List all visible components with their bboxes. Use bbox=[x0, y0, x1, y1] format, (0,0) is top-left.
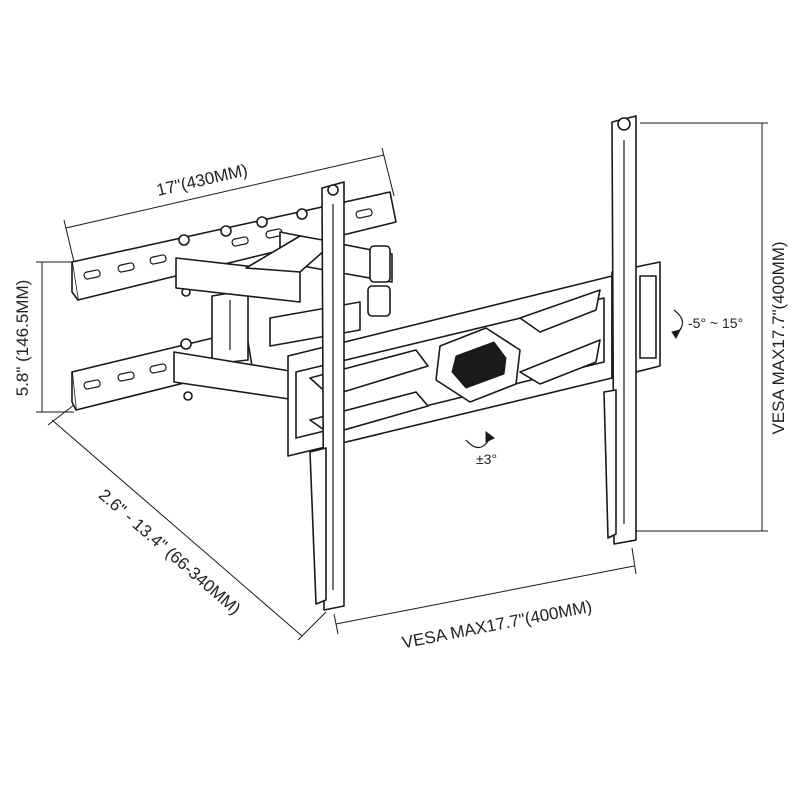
vesa-vertical-label: VESA MAX17.7"(400MM) bbox=[769, 241, 788, 434]
left-vertical-bracket bbox=[309, 181, 345, 611]
width-dimension-line bbox=[63, 147, 395, 263]
rotation-label: ±3° bbox=[476, 451, 497, 467]
height-label: 5.8" (146.5MM) bbox=[13, 280, 32, 397]
right-vertical-bracket bbox=[603, 115, 637, 545]
vesa-vertical-dimension-line bbox=[636, 122, 768, 532]
tilt-label: -5° ~ 15° bbox=[688, 315, 743, 331]
extension-dimension-line bbox=[47, 404, 327, 641]
wall-plate bbox=[71, 191, 397, 411]
rotation-arrow-icon bbox=[465, 431, 495, 449]
vesa-horizontal-dimension-line bbox=[333, 547, 637, 635]
extension-label: 2.6" - 13.4" (66-340MM) bbox=[95, 485, 244, 618]
tilt-arrow-icon bbox=[671, 309, 684, 339]
width-label: 17"(430MM) bbox=[155, 160, 250, 199]
vesa-horizontal-label: VESA MAX17.7"(400MM) bbox=[400, 597, 593, 652]
height-dimension-line bbox=[36, 261, 74, 413]
articulating-arms bbox=[173, 231, 393, 401]
